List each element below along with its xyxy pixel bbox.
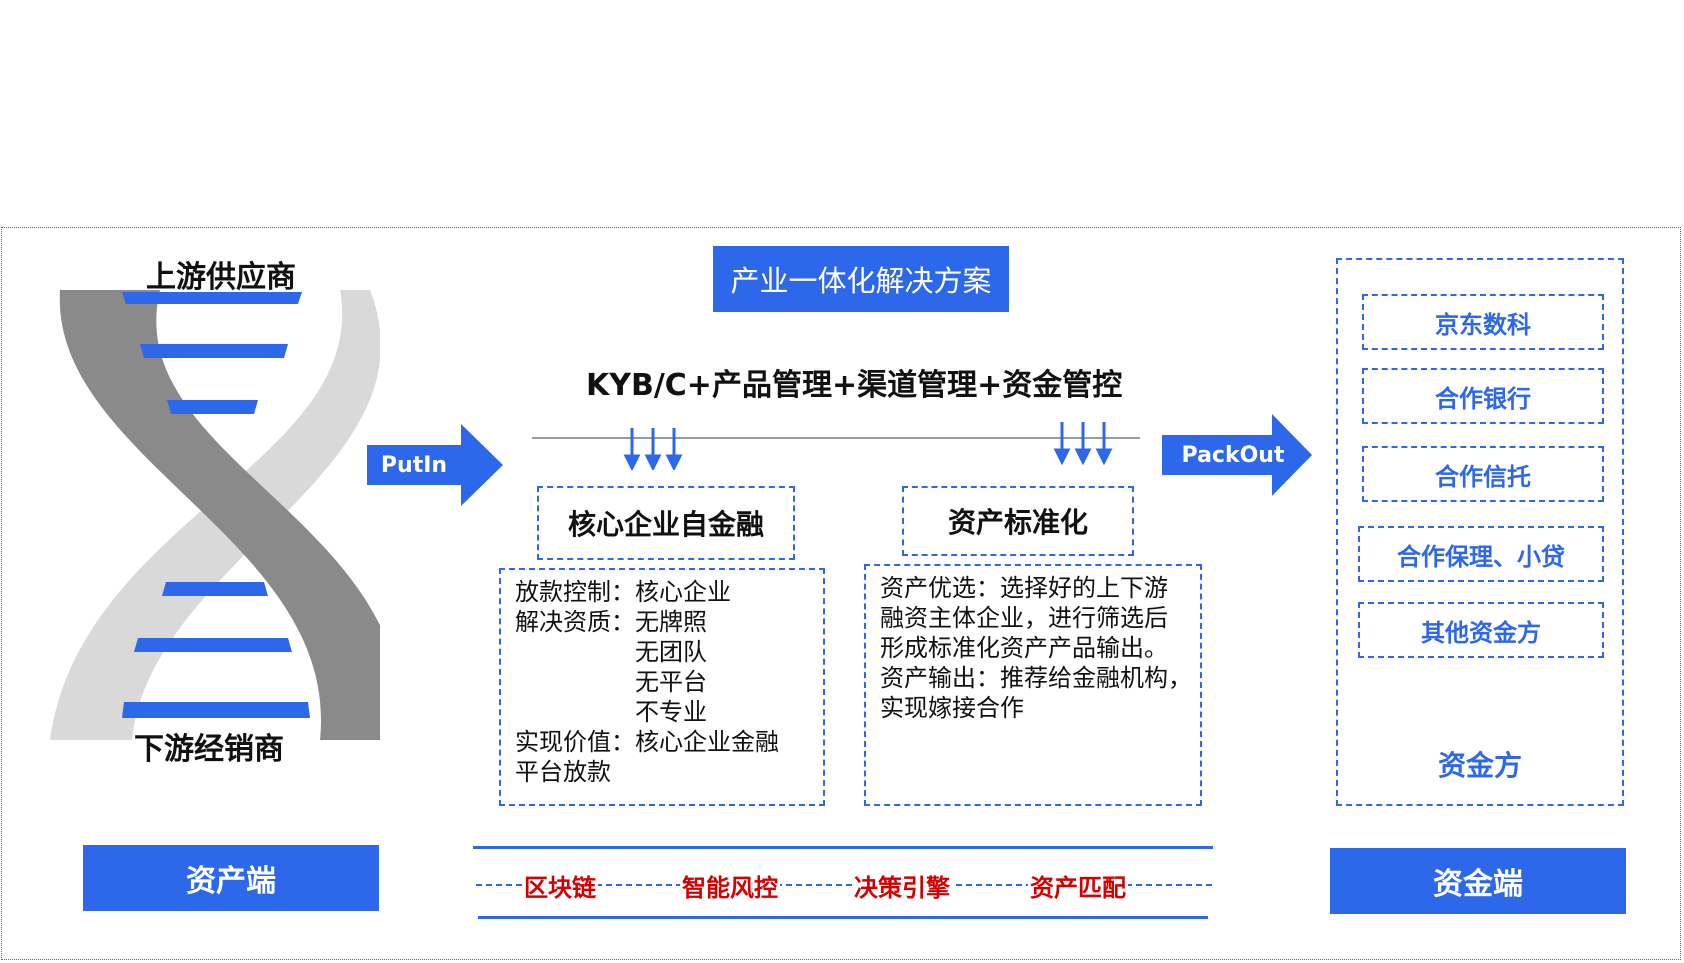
dna-helix-graphic <box>50 290 380 740</box>
core-finance-line: 无平台 <box>515 668 707 696</box>
fund-item-label: 合作信托 <box>1435 462 1531 491</box>
dna-rung <box>140 344 288 358</box>
fund-group-box <box>1336 258 1624 806</box>
tech-asset-matching: 资产匹配 <box>1028 868 1128 903</box>
connector-lines <box>532 422 1140 470</box>
core-finance-title-box: 核心企业自金融 <box>537 486 795 560</box>
pack-out-arrow <box>1162 414 1312 496</box>
dna-rung <box>122 702 310 718</box>
fund-group-label: 资金方 <box>1437 749 1522 782</box>
solution-title: 产业一体化解决方案 <box>730 264 992 298</box>
put-in-label: PutIn <box>380 452 448 478</box>
core-finance-line: 平台放款 <box>515 758 611 786</box>
core-finance-line: 解决资质：无牌照 <box>515 608 707 636</box>
asset-side-label: 资产端 <box>186 864 276 899</box>
dna-rung <box>167 400 258 414</box>
standardization-line: 实现嫁接合作 <box>880 694 1024 722</box>
fund-item: 其他资金方 <box>1358 602 1604 658</box>
solution-subtitle: KYB/C+产品管理+渠道管理+资金管控 <box>586 368 1123 403</box>
fund-item-label: 合作保理、小贷 <box>1397 542 1565 571</box>
fund-item: 京东数科 <box>1362 294 1604 350</box>
dna-rung <box>162 582 268 596</box>
tech-decision-engine: 决策引擎 <box>852 868 952 903</box>
fund-item-label: 其他资金方 <box>1421 618 1541 647</box>
tech-risk-control: 智能风控 <box>680 868 780 903</box>
tech-band-dash-line <box>476 884 1212 886</box>
dna-rung <box>134 638 292 652</box>
dna-dark-strand <box>59 290 380 740</box>
fund-side-label: 资金端 <box>1433 867 1523 902</box>
diagram-frame <box>1 227 1681 960</box>
tech-band-bottom-line <box>478 916 1208 919</box>
tech-band-top-line <box>473 846 1213 849</box>
standardization-title: 资产标准化 <box>947 506 1088 539</box>
asset-side-box: 资产端 <box>83 845 379 911</box>
core-finance-content-box: 放款控制：核心企业 解决资质：无牌照 无团队 无平台 不专业 实现价值：核心企业… <box>499 568 825 806</box>
fund-item-label: 京东数科 <box>1435 310 1531 339</box>
standardization-content-box: 资产优选：选择好的上下游 融资主体企业，进行筛选后 形成标准化资产产品输出。 资… <box>864 564 1202 806</box>
standardization-title-box: 资产标准化 <box>902 486 1134 556</box>
solution-title-box: 产业一体化解决方案 <box>713 246 1009 312</box>
put-in-arrow <box>367 424 503 506</box>
standardization-line: 形成标准化资产产品输出。 <box>880 634 1168 662</box>
upstream-supplier-label: 上游供应商 <box>146 260 296 295</box>
fund-side-box: 资金端 <box>1330 848 1626 914</box>
core-finance-line: 实现价值：核心企业金融 <box>515 728 779 756</box>
downstream-distributor-label: 下游经销商 <box>134 732 284 767</box>
core-finance-line: 不专业 <box>515 698 707 726</box>
core-finance-title: 核心企业自金融 <box>567 508 764 541</box>
fund-item-label: 合作银行 <box>1435 384 1531 413</box>
fund-item: 合作信托 <box>1362 446 1604 502</box>
fund-item: 合作银行 <box>1362 368 1604 424</box>
dna-rung <box>122 292 302 304</box>
pack-out-label: PackOut <box>1181 442 1285 468</box>
standardization-line: 资产优选：选择好的上下游 <box>880 574 1168 602</box>
fund-item: 合作保理、小贷 <box>1358 526 1604 582</box>
standardization-line: 资产输出：推荐给金融机构， <box>880 664 1192 692</box>
core-finance-line: 无团队 <box>515 638 707 666</box>
core-finance-line: 放款控制：核心企业 <box>515 578 731 606</box>
tech-blockchain: 区块链 <box>522 868 598 903</box>
standardization-line: 融资主体企业，进行筛选后 <box>880 604 1168 632</box>
